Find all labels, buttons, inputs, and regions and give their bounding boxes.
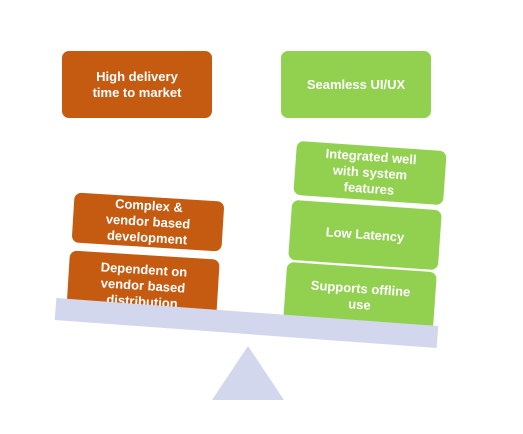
left-header-box: High delivery time to market	[62, 51, 212, 118]
left-weight-box: Complex & vendor based development	[71, 192, 225, 252]
seesaw-fulcrum-triangle	[212, 346, 284, 400]
right-weight-box: Low Latency	[288, 199, 442, 271]
right-weight-box: Integrated well with system features	[293, 140, 447, 206]
right-header-box: Seamless UI/UX	[281, 51, 431, 118]
